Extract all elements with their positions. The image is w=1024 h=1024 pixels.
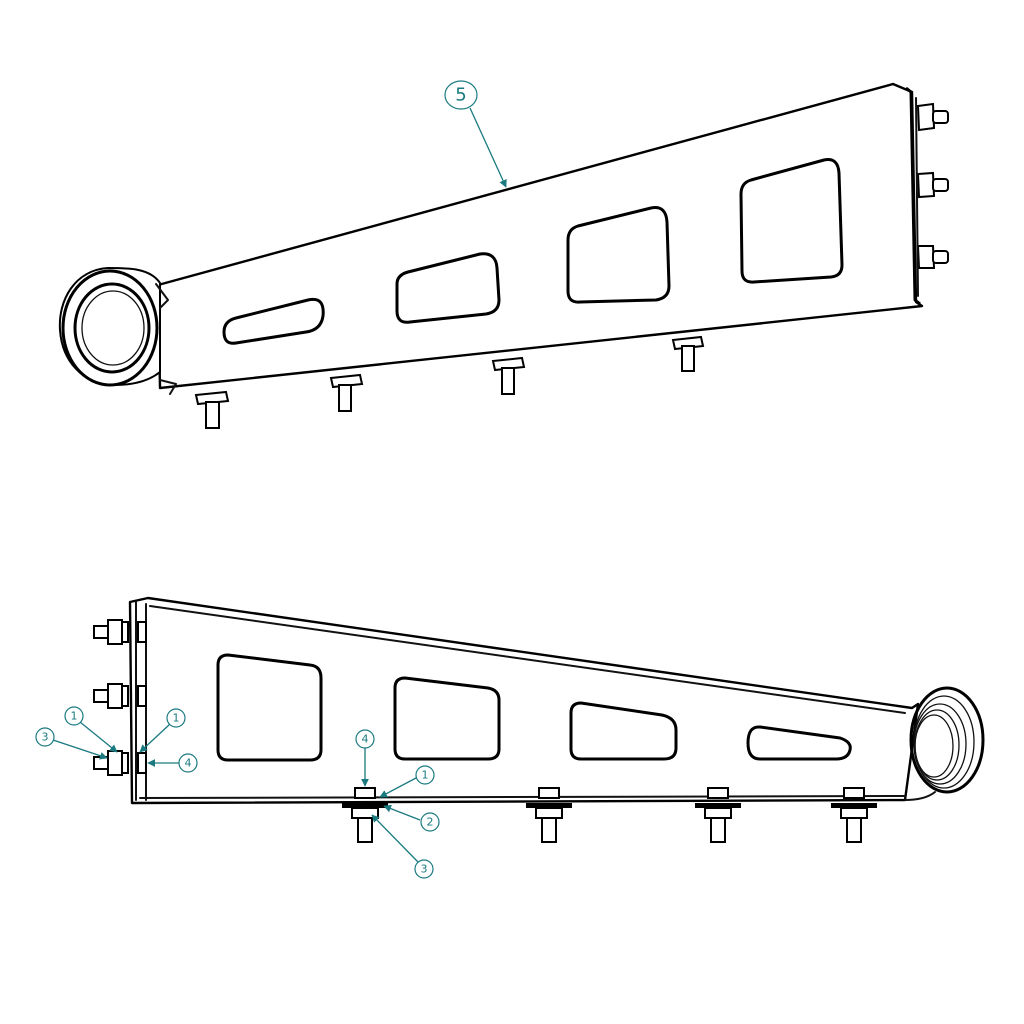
side-pivot-tube [904, 686, 985, 801]
callout-label: 4 [362, 733, 369, 746]
iso-stud [329, 373, 364, 412]
callout-balloon: 4 [355, 729, 375, 787]
iso-bottom-studs [194, 335, 705, 429]
isometric-view: 5 [58, 80, 949, 429]
side-left-stud [93, 750, 147, 776]
callout-label: 1 [422, 769, 429, 782]
iso-end-flange [905, 86, 921, 306]
iso-side-stud [916, 171, 949, 199]
side-cutout [216, 653, 323, 762]
callout-label: 1 [71, 710, 78, 723]
side-bottom-stud [695, 787, 741, 843]
callout-label: 2 [427, 816, 434, 829]
iso-side-stud [916, 245, 949, 269]
iso-arm-plate [156, 82, 924, 390]
side-bottom-studs [342, 787, 877, 843]
side-left-stud [93, 683, 147, 709]
callout-balloon: 2 [383, 804, 440, 832]
side-cutouts [216, 653, 852, 762]
iso-stud [194, 390, 230, 429]
side-callouts: 1 1 3 4 4 [35, 706, 440, 879]
iso-cutout [395, 252, 501, 324]
iso-cutouts [222, 158, 844, 345]
iso-cutout [222, 297, 325, 345]
iso-side-stud [916, 102, 949, 132]
callout-balloon: 1 [64, 706, 118, 753]
side-cutout [746, 725, 852, 761]
iso-stud [491, 356, 526, 395]
callout-balloon: 3 [371, 814, 434, 879]
callout-label: 5 [455, 85, 466, 106]
side-bottom-stud [831, 787, 877, 843]
side-cutout [569, 701, 678, 761]
side-bottom-stud [526, 787, 572, 843]
callout-label: 3 [421, 863, 428, 876]
callout-part-5: 5 [444, 80, 507, 188]
side-cutout [393, 676, 501, 761]
side-left-studs [93, 619, 147, 776]
callout-label: 1 [173, 712, 180, 725]
side-arm-plate [128, 596, 920, 805]
side-bottom-stud [342, 787, 388, 843]
callout-balloon: 1 [379, 765, 435, 798]
callout-balloon: 1 [139, 708, 186, 753]
callout-balloon: 3 [35, 727, 108, 760]
side-view: 1 1 3 4 4 [35, 596, 985, 879]
callout-balloon: 4 [147, 753, 198, 773]
iso-side-studs [916, 102, 949, 269]
side-left-stud [93, 619, 147, 645]
iso-cutout [566, 206, 671, 304]
iso-pivot-tube [58, 266, 177, 395]
iso-stud [671, 335, 705, 372]
iso-cutout [739, 158, 844, 284]
callout-label: 4 [185, 757, 192, 770]
callout-label: 3 [42, 731, 49, 744]
